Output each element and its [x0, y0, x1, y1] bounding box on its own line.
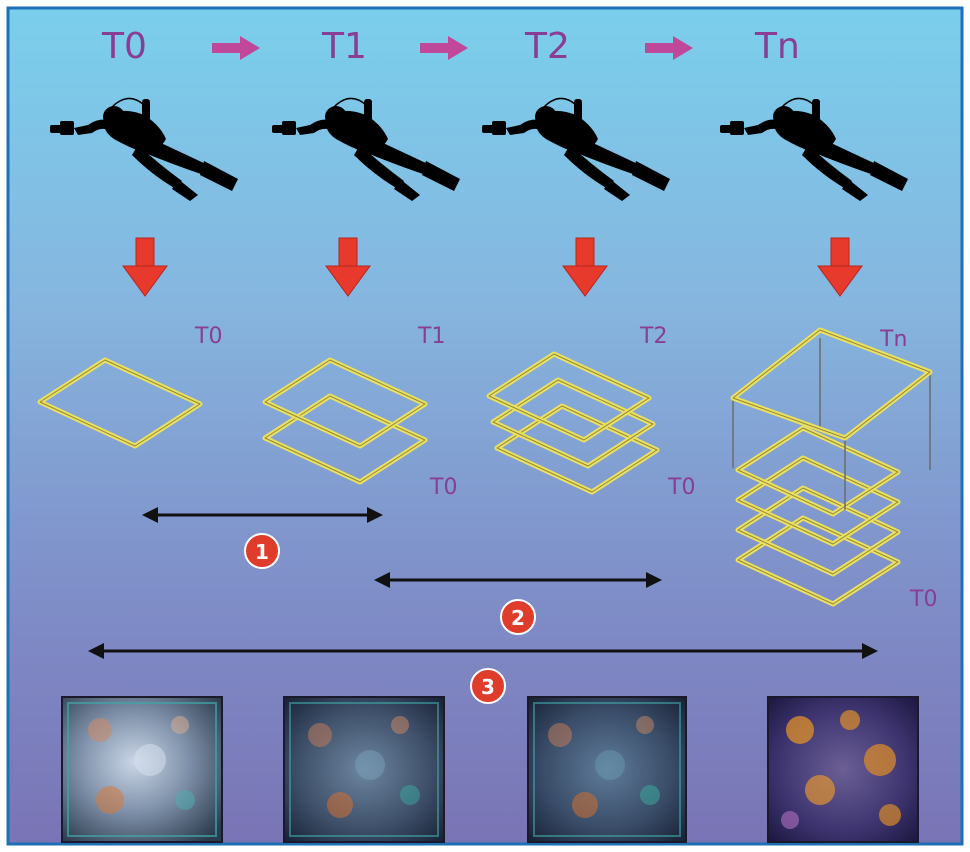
comparison-arrow-1 [142, 507, 383, 523]
quadrat-photo-tn [767, 696, 919, 843]
timeline-label-t1: T1 [321, 26, 367, 67]
svg-text:3: 3 [481, 675, 495, 699]
timeline-label-t0: T0 [101, 26, 147, 67]
timeline-label-tn: Tn [754, 26, 800, 67]
stack-bottom-label: T0 [429, 475, 457, 500]
comparison-arrow-3 [88, 643, 878, 659]
stack-top-label: T2 [639, 324, 667, 349]
timeline-label-t2: T2 [524, 26, 570, 67]
stack-top-label: T0 [194, 324, 222, 349]
svg-text:1: 1 [255, 540, 269, 564]
quadrat-photo-t1 [283, 696, 445, 843]
stack-top-label: Tn [879, 327, 907, 352]
comparison-badge-2: 2 [500, 599, 536, 635]
comparison-badge-3: 3 [470, 668, 506, 704]
diagram-border [6, 6, 964, 846]
comparison-arrow-2 [374, 572, 662, 588]
stack-bottom-label: T0 [909, 587, 937, 612]
comparison-badge-1: 1 [244, 533, 280, 569]
svg-text:2: 2 [511, 606, 525, 630]
stack-top-label: T1 [417, 324, 445, 349]
quadrat-photo-t0 [61, 696, 223, 843]
stack-bottom-label: T0 [667, 475, 695, 500]
quadrat-stack-tn [730, 327, 933, 604]
quadrat-photo-t2 [527, 696, 687, 843]
